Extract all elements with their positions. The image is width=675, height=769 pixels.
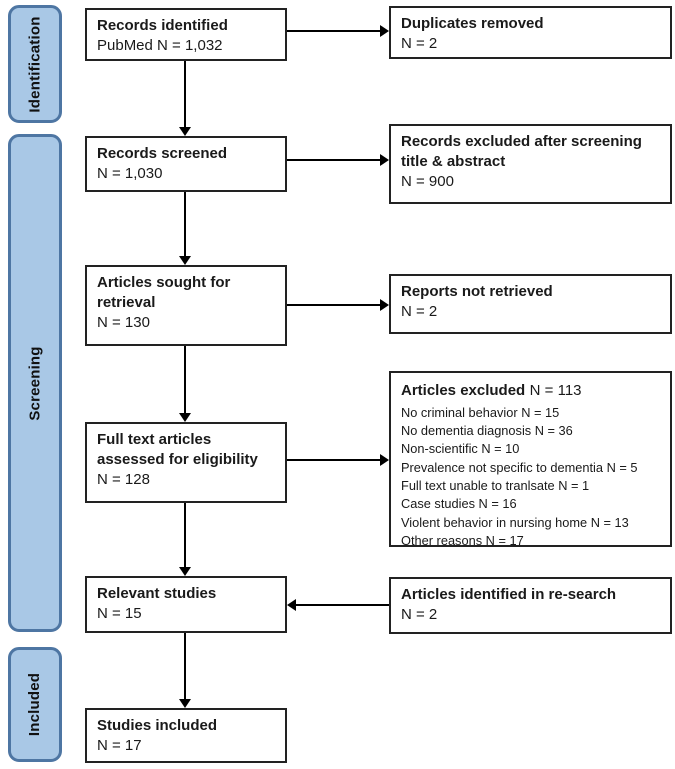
arrow-screened-to-excluded [287, 154, 389, 166]
excluded-reason: No dementia diagnosis N = 36 [401, 423, 573, 439]
stage-identification-label: Identification [26, 15, 44, 113]
box-articles-research-title: Articles identified in re-search [401, 586, 617, 603]
arrow-screened-to-sought [179, 192, 191, 265]
excluded-reason: Full text unable to tranlsate N = 1 [401, 477, 590, 493]
box-records-identified-title: Records identified [97, 17, 228, 34]
box-articles-sought-value: N = 130 [97, 313, 150, 331]
box-articles-excluded-heading: Articles excluded N = 113 [401, 381, 660, 401]
stage-screening-label: Screening [26, 345, 44, 421]
stage-screening: Screening [8, 134, 62, 632]
excluded-reason: Prevalence not specific to dementia N = … [401, 459, 638, 475]
box-records-identified: Records identified PubMed N = 1,032 [85, 8, 287, 61]
arrow-fulltext-to-excluded [287, 454, 389, 466]
box-articles-research: Articles identified in re-search N = 2 [389, 577, 672, 634]
box-fulltext-assessed: Full text articles assessed for eligibil… [85, 422, 287, 503]
box-reports-not-retrieved-value: N = 2 [401, 302, 438, 320]
box-records-excluded-title: Records excluded after screening title &… [401, 133, 642, 170]
box-studies-included-title: Studies included [97, 717, 218, 734]
box-articles-excluded: Articles excluded N = 113 No criminal be… [389, 371, 672, 550]
box-articles-sought: Articles sought for retrieval N = 130 [85, 265, 287, 346]
excluded-reason: No criminal behavior N = 15 [401, 404, 560, 420]
box-duplicates-removed-title: Duplicates removed [401, 15, 544, 32]
box-articles-sought-title: Articles sought for retrieval [97, 274, 231, 311]
box-fulltext-assessed-title: Full text articles assessed for eligibil… [97, 431, 258, 468]
arrow-sought-to-notretrieved [287, 299, 389, 311]
excluded-reason: Violent behavior in nursing home N = 13 [401, 514, 629, 530]
box-records-screened: Records screened N = 1,030 [85, 136, 287, 192]
box-articles-excluded-title: Articles excluded [401, 382, 526, 399]
arrow-fulltext-to-relevant [179, 503, 191, 576]
box-reports-not-retrieved-title: Reports not retrieved [401, 283, 553, 300]
excluded-reason: Other reasons N = 17 [401, 532, 524, 548]
box-studies-included: Studies included N = 17 [85, 708, 287, 763]
arrow-research-to-relevant [287, 599, 389, 611]
stage-identification: Identification [8, 5, 62, 123]
excluded-reason: Non-scientific N = 10 [401, 441, 520, 457]
box-reports-not-retrieved: Reports not retrieved N = 2 [389, 274, 672, 334]
arrow-identified-to-duplicates [287, 25, 389, 37]
excluded-reason: Case studies N = 16 [401, 496, 517, 512]
arrow-relevant-to-included [179, 633, 191, 708]
arrow-identified-to-screened [179, 61, 191, 136]
box-records-identified-value: PubMed N = 1,032 [97, 36, 223, 54]
stage-included: Included [8, 647, 62, 762]
box-studies-included-value: N = 17 [97, 736, 142, 754]
stage-included-label: Included [26, 672, 44, 737]
box-relevant-studies: Relevant studies N = 15 [85, 576, 287, 633]
box-articles-research-value: N = 2 [401, 605, 438, 623]
box-fulltext-assessed-value: N = 128 [97, 470, 150, 488]
box-records-excluded-value: N = 900 [401, 172, 454, 190]
box-records-screened-value: N = 1,030 [97, 164, 163, 182]
box-duplicates-removed-value: N = 2 [401, 34, 438, 52]
arrow-sought-to-fulltext [179, 346, 191, 422]
box-records-screened-title: Records screened [97, 145, 228, 162]
box-records-excluded: Records excluded after screening title &… [389, 124, 672, 204]
box-relevant-studies-title: Relevant studies [97, 585, 217, 602]
box-duplicates-removed: Duplicates removed N = 2 [389, 6, 672, 59]
box-relevant-studies-value: N = 15 [97, 604, 142, 622]
excluded-reasons-list: No criminal behavior N = 15 No dementia … [401, 404, 660, 550]
box-articles-excluded-value: N = 113 [529, 382, 582, 399]
